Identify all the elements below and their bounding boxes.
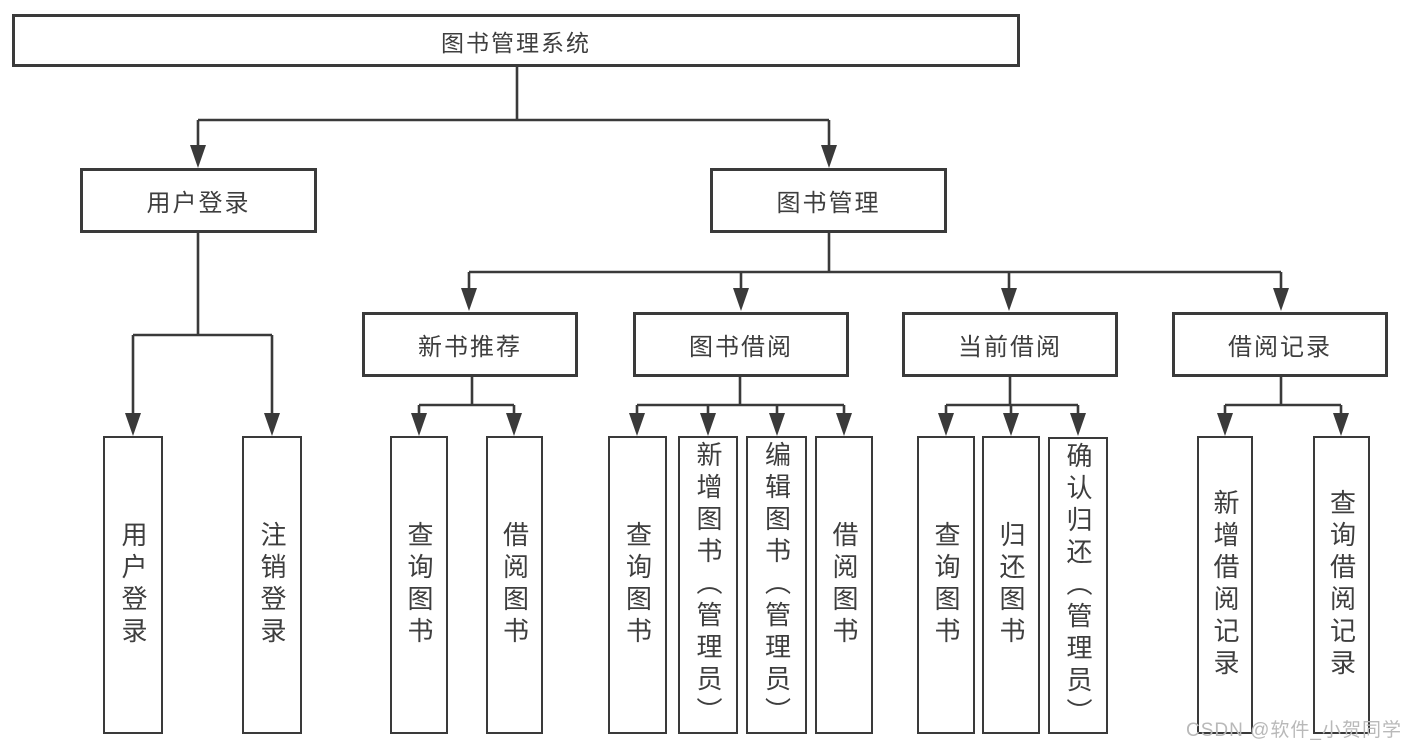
leaf-query-books-recommend: 查询图书 [390, 436, 448, 734]
leaf-query-borrow-record: 查询借阅记录 [1313, 436, 1370, 734]
leaf-query-books-borrow: 查询图书 [608, 436, 667, 734]
leaf-user-login: 用户登录 [103, 436, 163, 734]
leaf-return-books: 归还图书 [982, 436, 1040, 734]
leaf-borrow-books-recommend: 借阅图书 [486, 436, 543, 734]
leaf-add-books-admin: 新增图书（管理员） [678, 436, 738, 734]
node-book-management: 图书管理 [710, 168, 947, 233]
leaf-borrow-books: 借阅图书 [815, 436, 873, 734]
leaf-edit-books-admin: 编辑图书（管理员） [746, 436, 807, 734]
leaf-query-books-current: 查询图书 [917, 436, 975, 734]
node-root: 图书管理系统 [12, 14, 1020, 67]
leaf-logout: 注销登录 [242, 436, 302, 734]
node-new-book-recommend: 新书推荐 [362, 312, 578, 377]
node-user-login: 用户登录 [80, 168, 317, 233]
node-book-borrow: 图书借阅 [633, 312, 849, 377]
leaf-add-borrow-record: 新增借阅记录 [1197, 436, 1253, 734]
leaf-confirm-return-admin: 确认归还（管理员） [1048, 437, 1108, 734]
csdn-watermark: CSDN @软件_小贺同学 [1186, 720, 1402, 741]
node-current-borrow: 当前借阅 [902, 312, 1118, 377]
arrowheads [125, 145, 1349, 436]
node-borrow-records: 借阅记录 [1172, 312, 1388, 377]
